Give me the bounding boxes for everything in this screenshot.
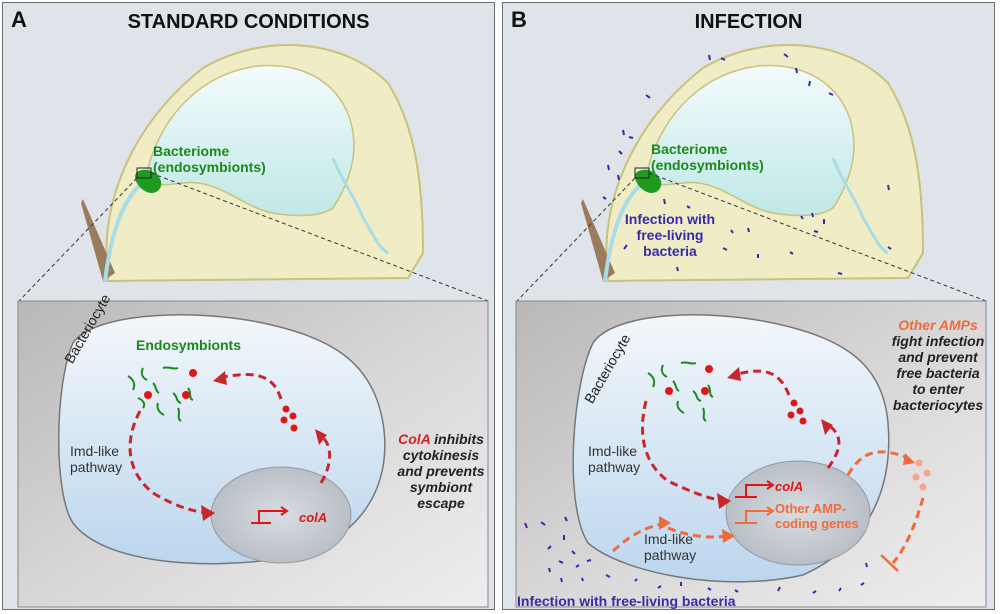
blue-vessel xyxy=(603,181,645,282)
pathway-label-line: pathway xyxy=(588,459,641,476)
bacteriome-label-line: (endosymbionts) xyxy=(651,157,764,174)
note-line: and prevents xyxy=(397,463,485,480)
note-highlight: ColA xyxy=(398,431,431,447)
cola-peptides xyxy=(665,365,807,425)
free-living-bacteria-outside xyxy=(524,516,868,594)
bacteriome-label: Bacteriome (endosymbionts) xyxy=(153,143,266,175)
bacteriome-label-line: Bacteriome xyxy=(651,141,728,157)
amp-export-arrow xyxy=(846,450,909,476)
amp-genes-label-line: coding genes xyxy=(775,515,859,531)
panel-title: STANDARD CONDITIONS xyxy=(127,11,370,33)
inhibition-bar xyxy=(880,554,899,572)
imd-pathway-label: Imd-like pathway xyxy=(588,443,640,475)
bottom-infection-label: Infection with free-living bacteria xyxy=(517,593,736,609)
pathway-label-line: Imd-like xyxy=(70,443,120,459)
panel-standard-conditions: A STANDARD CONDITIONS xyxy=(2,2,495,610)
endosymbionts-label: Endosymbionts xyxy=(136,337,242,353)
nucleus xyxy=(210,466,352,564)
bacteriome xyxy=(135,169,162,193)
pathway-label-line: pathway xyxy=(644,547,697,564)
panel-letter: A xyxy=(11,7,27,32)
note-line: free bacteria xyxy=(896,365,980,382)
free-living-bacteria-body xyxy=(602,53,892,275)
other-amp-peptides xyxy=(912,459,931,491)
bacteriome-label-line: Bacteriome xyxy=(153,143,230,159)
gut-lumen xyxy=(647,64,855,217)
endosymbiont-cluster xyxy=(647,361,714,422)
gut-lumen xyxy=(147,64,355,217)
amp-inhibition-line xyxy=(891,497,925,564)
diagram-canvas xyxy=(515,44,987,608)
note-line: and prevent xyxy=(898,349,978,366)
bacteriome-label-line: (endosymbionts) xyxy=(153,159,266,176)
cola-gene-label: colA xyxy=(775,479,804,494)
cola-gene-label: colA xyxy=(299,510,328,525)
infection-label-line: Infection with xyxy=(624,211,716,227)
pathway-label-line: pathway xyxy=(70,459,123,476)
amp-genes-label: Other AMP- coding genes xyxy=(775,501,859,532)
cola-export-arrow xyxy=(824,421,841,469)
note-highlight: Other AMPs xyxy=(898,317,978,333)
amp-genes-label-line: Other AMP- xyxy=(775,501,847,516)
note-line: fight infection xyxy=(891,333,985,350)
infection-label-line: bacteria xyxy=(643,243,697,260)
infection-label: Infection with free-living bacteria xyxy=(615,211,725,259)
cola-effect-note: ColA inhibits cytokinesis and prevents s… xyxy=(391,431,491,511)
nucleus xyxy=(725,460,871,566)
note-line: cytokinesis xyxy=(402,447,480,464)
imd-pathway-arrow xyxy=(128,410,209,515)
imd-pathway-arrow xyxy=(640,400,724,503)
panel-title: INFECTION xyxy=(694,11,803,33)
cola-gene-promoter xyxy=(735,480,775,498)
infection-label-line: free-living xyxy=(636,227,704,244)
note-line: bacteriocytes xyxy=(892,397,984,414)
amp-gene-promoter xyxy=(735,506,775,524)
pathway-label-line: Imd-like xyxy=(644,531,694,547)
cola-return-arrow xyxy=(732,369,791,396)
note-line: escape xyxy=(417,495,465,512)
blue-vessel xyxy=(103,181,145,282)
cola-return-arrow xyxy=(217,373,283,400)
panel-infection: B INFECTION xyxy=(502,2,995,610)
cola-gene-promoter xyxy=(251,506,289,524)
diagram-canvas xyxy=(17,44,489,608)
endosymbiont-cluster xyxy=(127,366,194,422)
note-line: inhibits xyxy=(434,431,484,447)
amp-effect-note: Other AMPs fight infection and prevent f… xyxy=(883,317,993,414)
bacteriome xyxy=(635,169,662,193)
pathway-label-line: Imd-like xyxy=(588,443,638,459)
bacteriome-label: Bacteriome (endosymbionts) xyxy=(651,141,764,173)
imd-pathway-infection-label: Imd-like pathway xyxy=(644,531,696,563)
cola-peptides xyxy=(144,369,298,432)
imd-pathway-label: Imd-like pathway xyxy=(70,443,122,475)
note-line: symbiont xyxy=(409,479,473,496)
cola-export-arrow xyxy=(317,431,332,484)
panel-letter: B xyxy=(511,7,527,32)
note-line: to enter xyxy=(912,381,964,398)
